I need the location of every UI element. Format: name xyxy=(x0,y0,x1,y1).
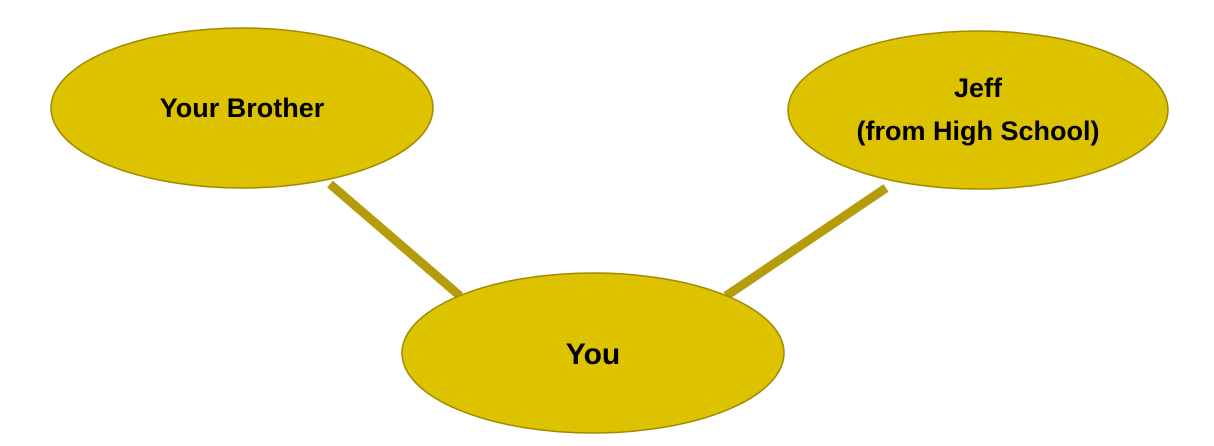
edge-brother-to-you xyxy=(327,180,463,300)
node-jeff-label-line-2: (from High School) xyxy=(857,116,1100,146)
node-your-brother: Your Brother xyxy=(50,27,434,189)
node-you-shape xyxy=(401,272,785,434)
node-jeff: Jeff (from High School) xyxy=(787,30,1169,190)
node-jeff-shape xyxy=(787,30,1169,190)
node-jeff-label-line-1: Jeff xyxy=(954,73,1003,103)
node-you-label: You xyxy=(566,338,620,371)
node-your-brother-label: Your Brother xyxy=(160,93,325,123)
node-you: You xyxy=(401,272,785,434)
edge-jeff-to-you xyxy=(723,184,889,300)
node-your-brother-shape xyxy=(50,27,434,189)
